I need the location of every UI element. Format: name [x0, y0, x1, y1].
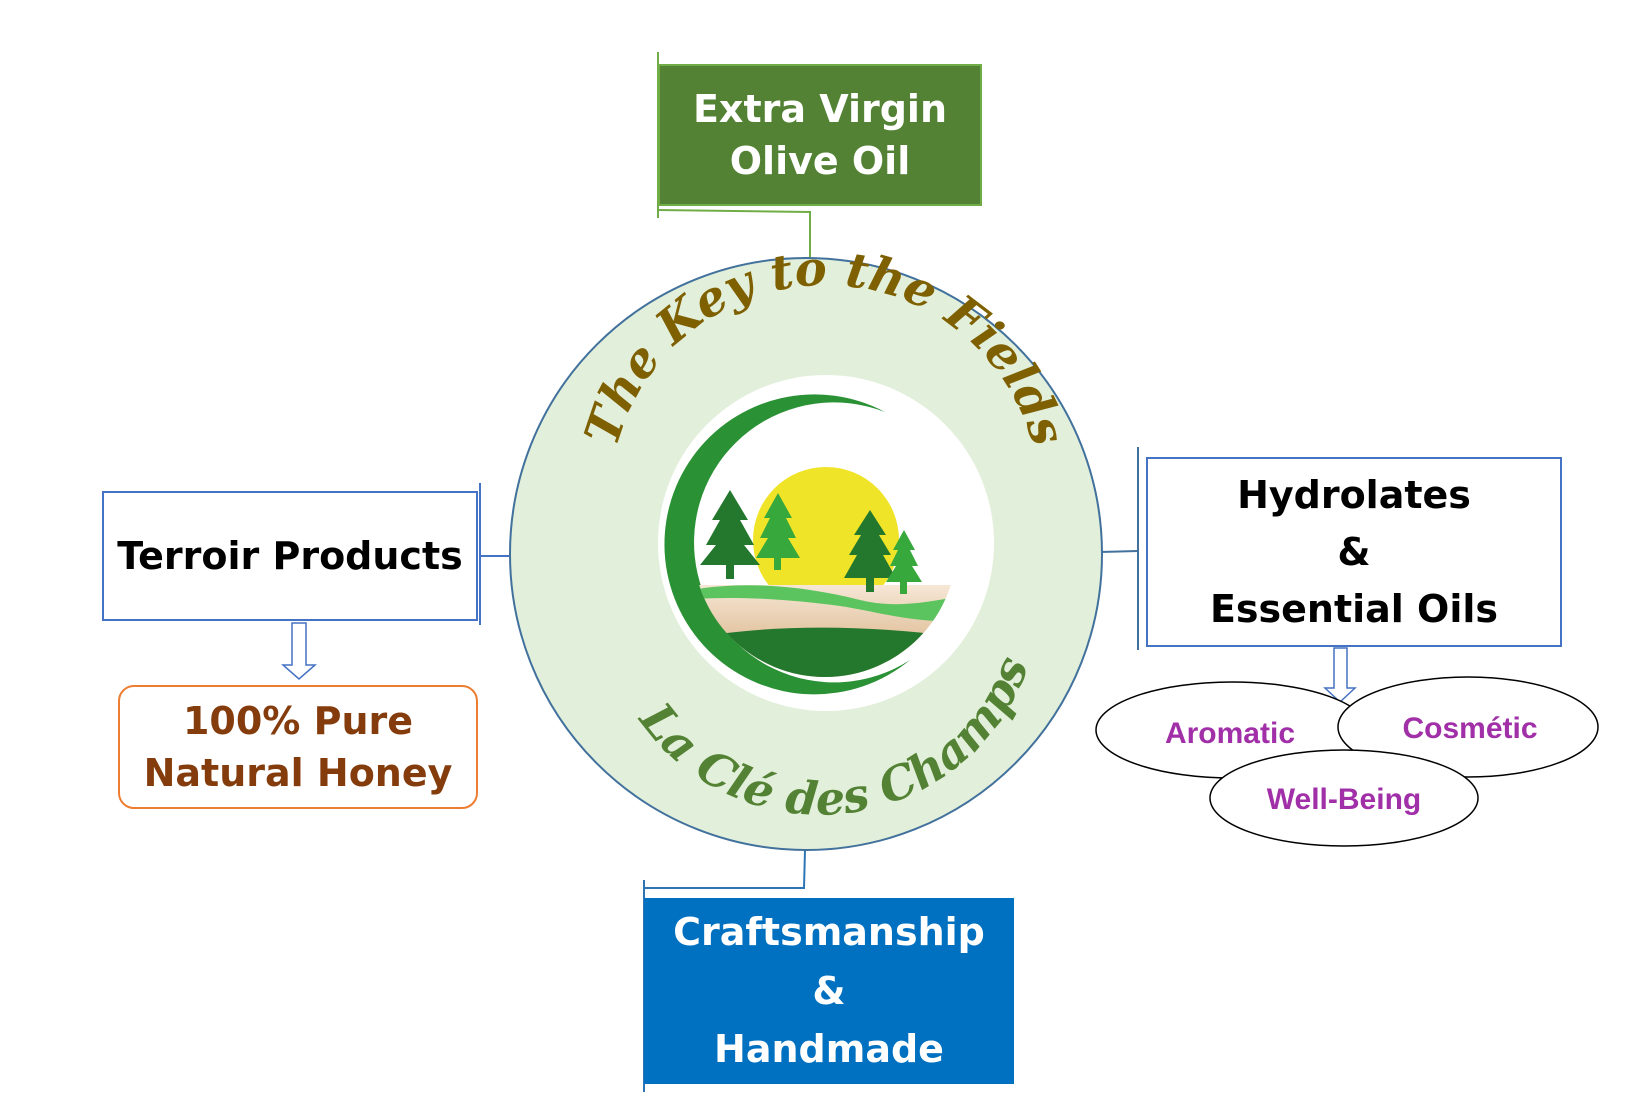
- node-label: &: [1337, 529, 1371, 574]
- use-label: Well-Being: [1267, 783, 1421, 816]
- down-arrow-icon: [281, 622, 317, 680]
- connector-terroir: [479, 483, 513, 625]
- use-ellipse-cosmetic[interactable]: Cosmétic: [1337, 676, 1599, 778]
- down-arrow-icon: [1323, 647, 1357, 704]
- tree-icon: [700, 490, 760, 579]
- tree-icon: [886, 530, 922, 594]
- logo: [658, 375, 994, 711]
- node-label: Essential Oils: [1209, 586, 1499, 631]
- node-label: Craftsmanship: [673, 909, 985, 954]
- node-olive-oil[interactable]: Extra Virgin Olive Oil: [658, 64, 982, 206]
- connector-hydrolates: [1099, 447, 1139, 650]
- node-label: Extra Virgin: [692, 86, 948, 131]
- use-ellipse-wellbeing[interactable]: Well-Being: [1209, 749, 1479, 847]
- node-label: Terroir Products: [117, 533, 463, 578]
- node-hydrolates[interactable]: Hydrolates & Essential Oils: [1146, 457, 1562, 647]
- use-label: Cosmétic: [1402, 712, 1537, 745]
- node-terroir-products[interactable]: Terroir Products: [102, 491, 478, 621]
- node-label: 100% Pure: [182, 698, 414, 743]
- node-honey[interactable]: 100% Pure Natural Honey: [118, 685, 478, 809]
- node-label: &: [812, 968, 846, 1013]
- tree-icon: [756, 493, 800, 570]
- node-label: Handmade: [714, 1027, 944, 1072]
- node-craftsmanship[interactable]: Craftsmanship & Handmade: [644, 898, 1014, 1084]
- use-label: Aromatic: [1165, 717, 1295, 750]
- node-label: Olive Oil: [729, 139, 911, 183]
- node-label: Natural Honey: [143, 751, 453, 795]
- node-label: Hydrolates: [1237, 472, 1471, 517]
- tree-icon: [844, 510, 896, 592]
